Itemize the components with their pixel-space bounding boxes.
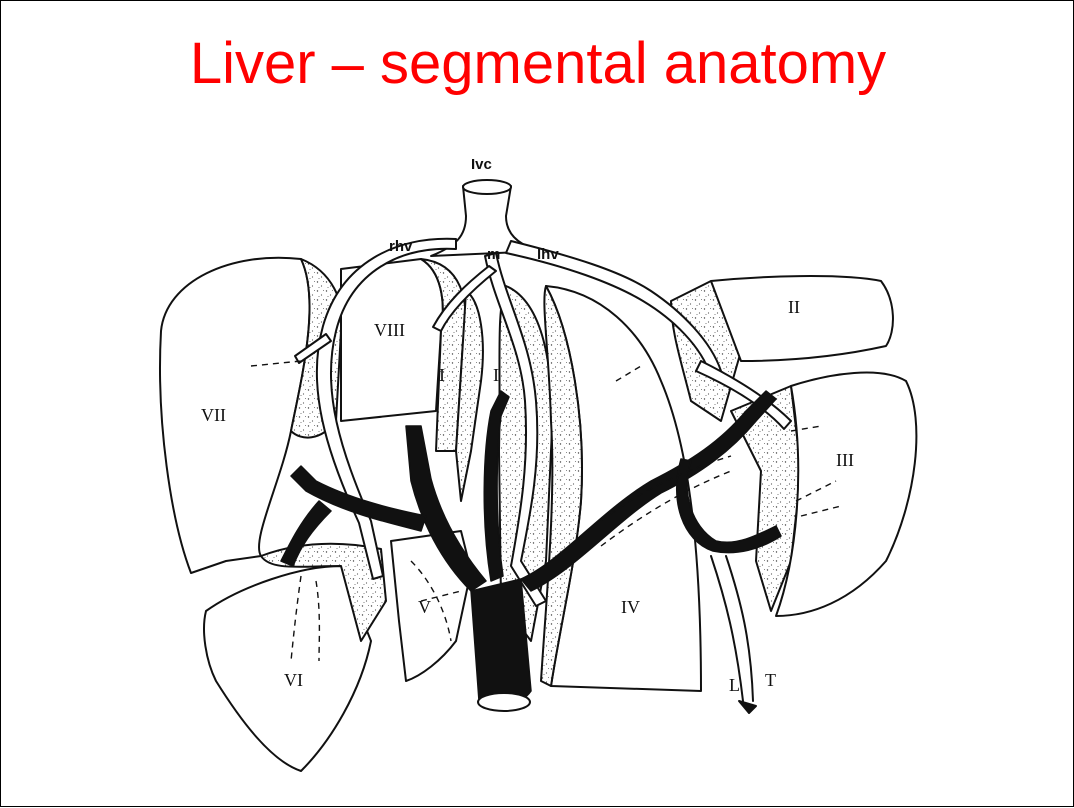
segment-VII	[160, 258, 310, 573]
label-segment-II: II	[788, 297, 800, 317]
portal-vein-trunk	[471, 579, 531, 707]
ligament-tip	[739, 701, 756, 713]
label-segment-I-b: I	[493, 365, 499, 385]
label-segment-V: V	[418, 597, 431, 617]
segment-III	[776, 373, 916, 616]
label-ligament-L: L	[729, 675, 740, 695]
label-rhv: rhv	[389, 238, 413, 255]
label-segment-VI: VI	[284, 670, 303, 690]
label-segment-III: III	[836, 450, 854, 470]
label-mhv: m	[487, 246, 500, 263]
portal-vein-opening	[478, 693, 530, 711]
segment-VI	[204, 566, 371, 771]
label-ivc: Ivc	[471, 156, 492, 173]
label-segment-VIII: VIII	[374, 320, 405, 340]
label-ligament-T: T	[765, 670, 776, 690]
segment-II	[711, 276, 893, 361]
label-lhv: lhv	[537, 246, 559, 263]
ivc-opening	[463, 180, 511, 194]
label-segment-VII: VII	[201, 405, 226, 425]
label-segment-IV: IV	[621, 597, 640, 617]
label-segment-I-a: I	[439, 365, 445, 385]
